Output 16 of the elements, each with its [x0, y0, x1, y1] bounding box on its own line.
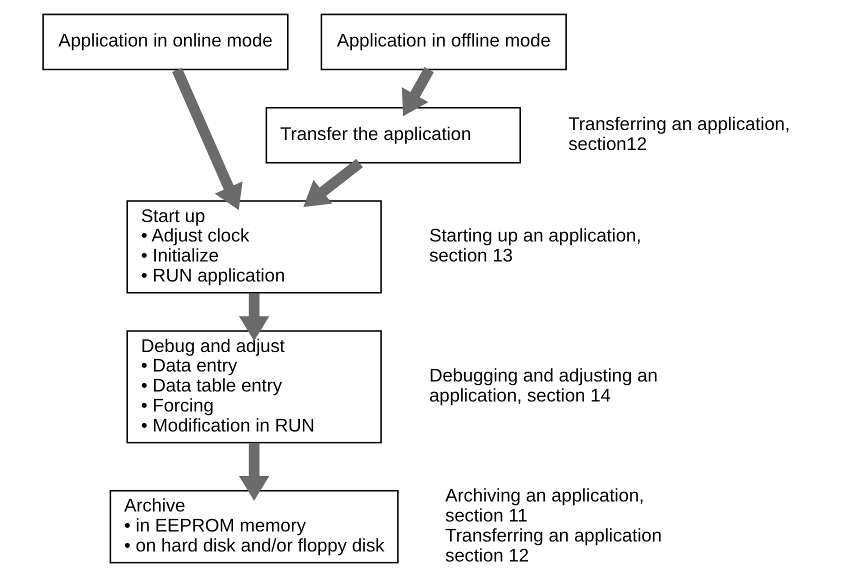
node-label: Starting up an application, section 13 — [428, 224, 641, 266]
node-box: Debug and adjust • Data entry • Data table entry • Forcing • Modification in RUN — [126, 330, 382, 444]
node-box: Start up • Adjust clock • Initialize • RUN application — [126, 200, 382, 294]
node-label: Archiving an application, section 11 — [444, 484, 644, 526]
node-box: Transfer the application — [265, 106, 520, 164]
node-label: Debugging and adjusting an application, section 14 — [428, 364, 658, 406]
node-label: Transferring an application section 12 — [444, 524, 662, 566]
node-box: Application in offline mode — [320, 14, 566, 70]
node-box: Archive • in EEPROM memory • on hard disk and/or floppy disk — [109, 490, 398, 564]
node-box: Application in online mode — [42, 14, 288, 70]
arrow — [238, 293, 269, 342]
arrow — [238, 442, 269, 501]
arrow — [401, 66, 434, 116]
arrow — [302, 158, 362, 207]
arrow — [172, 68, 242, 210]
node-label: Transferring an application, section12 — [568, 113, 790, 154]
